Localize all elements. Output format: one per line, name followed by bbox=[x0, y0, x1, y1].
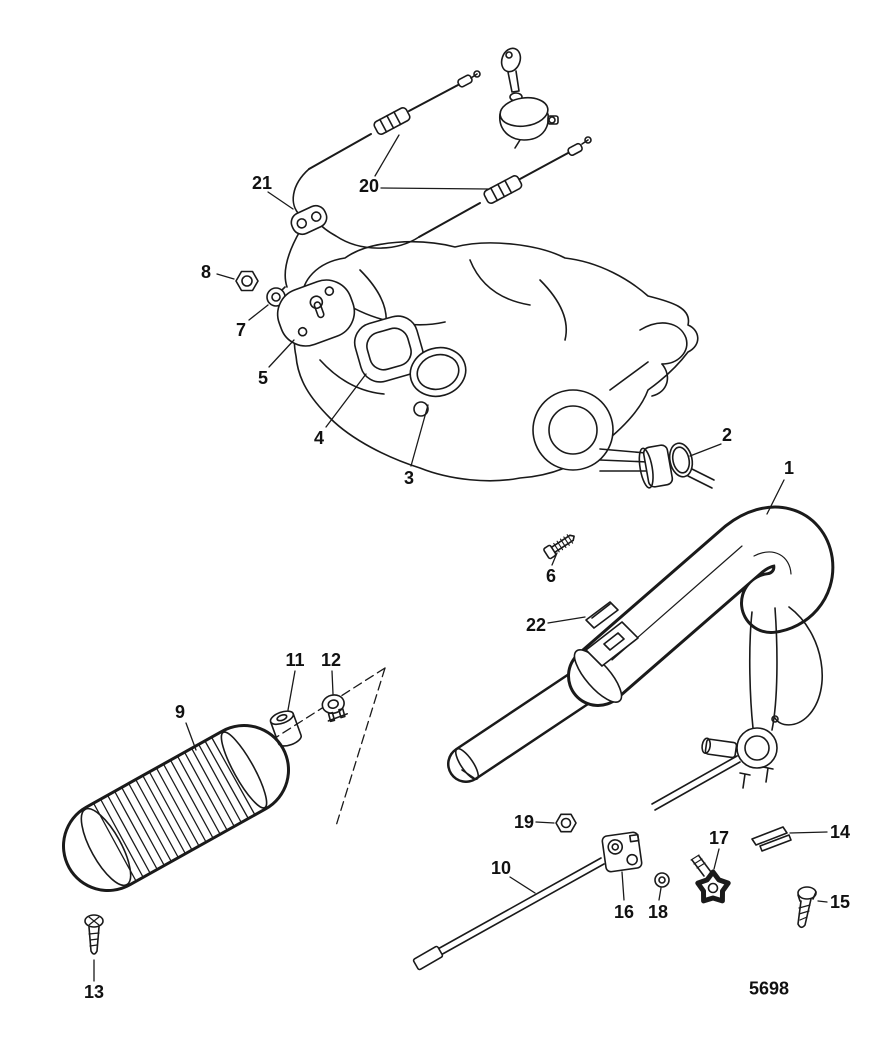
callout-5: 5 bbox=[257, 368, 269, 388]
callout-18: 18 bbox=[647, 902, 669, 922]
callout-2: 2 bbox=[721, 425, 733, 445]
throttle-cables bbox=[284, 70, 592, 288]
callout-13: 13 bbox=[83, 982, 105, 1002]
clamp-12 bbox=[321, 694, 349, 723]
rod-block-16 bbox=[601, 831, 643, 873]
callout-16: 16 bbox=[613, 902, 635, 922]
clip-22 bbox=[585, 601, 619, 629]
o-ring-2 bbox=[668, 442, 694, 478]
callout-1: 1 bbox=[783, 458, 795, 478]
o-ring-3 bbox=[409, 346, 467, 398]
cable-grommet bbox=[290, 204, 328, 236]
callout-15: 15 bbox=[829, 892, 851, 912]
tiller-tube bbox=[567, 505, 835, 707]
callout-14: 14 bbox=[829, 822, 851, 842]
powerhead-sketch bbox=[293, 240, 699, 482]
callout-21: 21 bbox=[251, 173, 273, 193]
bushing-11 bbox=[269, 710, 302, 747]
tube-mount-plate bbox=[585, 621, 639, 667]
callout-11: 11 bbox=[285, 650, 305, 670]
leader-lines bbox=[93, 134, 828, 982]
callout-3: 3 bbox=[403, 468, 415, 488]
retainer-clip-14 bbox=[751, 826, 792, 852]
mounting-plate-5 bbox=[276, 279, 356, 347]
callout-4: 4 bbox=[313, 428, 325, 448]
drive-plug bbox=[599, 444, 715, 489]
callout-20: 20 bbox=[358, 176, 380, 196]
callout-9: 9 bbox=[174, 702, 186, 722]
hex-nut-19 bbox=[555, 813, 577, 833]
callout-22: 22 bbox=[525, 615, 547, 635]
callout-17: 17 bbox=[708, 828, 730, 848]
screw-13 bbox=[84, 914, 104, 955]
star-knob-17 bbox=[690, 854, 731, 904]
gasket-4 bbox=[353, 315, 425, 383]
figure-number: 5698 bbox=[748, 978, 790, 999]
screw-15 bbox=[797, 886, 817, 929]
pivot-boss bbox=[651, 606, 823, 811]
inner-throttle-shaft bbox=[447, 661, 611, 783]
hex-nut-8 bbox=[235, 270, 259, 292]
washer-18 bbox=[654, 872, 670, 888]
callout-12: 12 bbox=[320, 650, 342, 670]
callout-6: 6 bbox=[545, 566, 557, 586]
key-switch bbox=[499, 47, 559, 149]
shift-rod-10 bbox=[412, 857, 605, 971]
screw-6 bbox=[543, 534, 575, 560]
callout-19: 19 bbox=[513, 812, 535, 832]
callout-10: 10 bbox=[490, 858, 512, 878]
grip bbox=[62, 724, 290, 892]
callout-8: 8 bbox=[200, 262, 212, 282]
callout-7: 7 bbox=[235, 320, 247, 340]
